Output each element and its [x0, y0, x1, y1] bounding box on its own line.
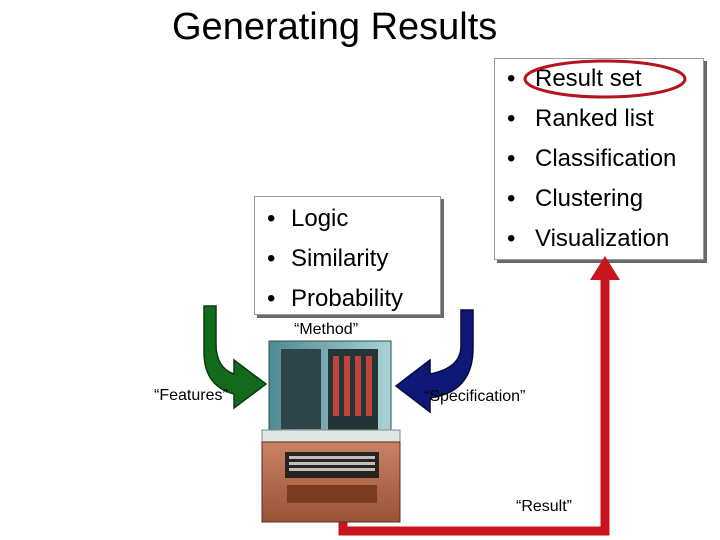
methods-list-item: • Probability [255, 279, 440, 319]
bullet-icon: • [267, 245, 276, 272]
red-oval-highlight-icon [523, 59, 687, 99]
bullet-icon: • [507, 145, 516, 172]
results-box: • Result set • Ranked list • Classification… [494, 58, 704, 260]
bullet-icon: • [267, 285, 276, 312]
result-label-clustering: Clustering [535, 185, 644, 212]
bullet-icon: • [267, 205, 276, 232]
method-caption: “Method” [294, 321, 359, 338]
green-curved-arrow-icon [203, 305, 268, 410]
results-list-item: • Visualization [495, 219, 703, 259]
results-list-item: • Result set [495, 59, 703, 99]
results-list-item: • Clustering [495, 179, 703, 219]
results-list-item: • Classification [495, 139, 703, 179]
method-label-probability: Probability [291, 285, 404, 312]
bullet-icon: • [507, 65, 516, 92]
results-list: • Result set • Ranked list • Classification… [495, 59, 703, 259]
slide-title: Generating Results [172, 6, 498, 48]
computer-mainframe-icon [261, 340, 401, 523]
method-label-similarity: Similarity [291, 245, 389, 272]
methods-list: • Logic • Similarity • Probability [255, 197, 440, 319]
result-label-visualization: Visualization [535, 225, 670, 252]
results-list-item: • Ranked list [495, 99, 703, 139]
result-caption: “Result” [516, 498, 573, 515]
result-label-classification: Classification [535, 145, 677, 172]
methods-list-item: • Similarity [255, 239, 440, 279]
result-label-result-set: Result set [535, 65, 642, 92]
bullet-icon: • [507, 225, 516, 252]
method-label-logic: Logic [291, 205, 349, 232]
result-label-ranked-list: Ranked list [535, 105, 654, 132]
blue-curved-arrow-icon [394, 309, 474, 414]
methods-list-item: • Logic [255, 199, 440, 239]
features-caption: “Features” [154, 387, 228, 404]
specification-caption: “Specification” [424, 388, 526, 405]
bullet-icon: • [507, 185, 516, 212]
methods-box: • Logic • Similarity • Probability [254, 196, 441, 315]
bullet-icon: • [507, 105, 516, 132]
